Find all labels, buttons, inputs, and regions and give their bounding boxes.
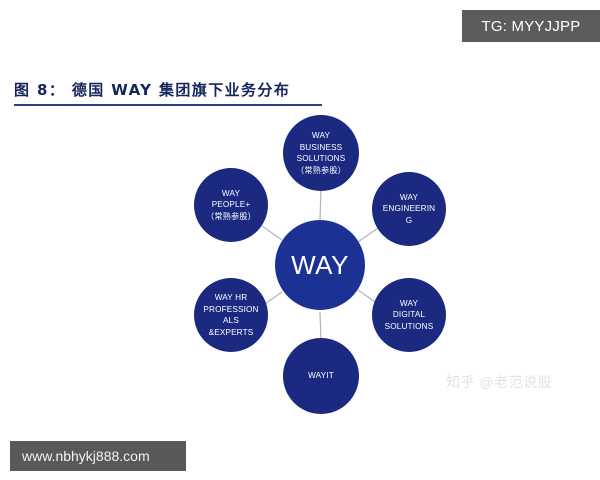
- node-label: WAY BUSINESS SOLUTIONS （常熟参股）: [295, 131, 347, 175]
- site-url-watermark: www.nbhykj888.com: [10, 441, 186, 471]
- node-label: WAYIT: [308, 371, 334, 381]
- node-label: WAY: [291, 250, 349, 280]
- node-label: WAY HR PROFESSION ALS &EXPERTS: [203, 293, 259, 337]
- node-way-digital-solutions[interactable]: WAY DIGITAL SOLUTIONS: [372, 278, 446, 352]
- zhihu-watermark: 知乎 @老范说股: [446, 374, 553, 390]
- node-label: WAY DIGITAL SOLUTIONS: [384, 298, 434, 331]
- node-way-hr-professionals-experts[interactable]: WAY HR PROFESSION ALS &EXPERTS: [194, 278, 268, 352]
- node-wayit[interactable]: WAYIT: [283, 338, 359, 414]
- node-way-people-plus[interactable]: WAY PEOPLE+ （常熟参股）: [194, 168, 268, 242]
- connector-lines: [261, 187, 379, 343]
- hub-spoke-diagram: WAY BUSINESS SOLUTIONS （常熟参股） WAY PEOPLE…: [170, 110, 490, 420]
- node-way-business-solutions[interactable]: WAY BUSINESS SOLUTIONS （常熟参股）: [283, 115, 359, 191]
- node-label: WAY PEOPLE+ （常熟参股）: [205, 188, 257, 221]
- node-way-hub[interactable]: WAY: [275, 220, 365, 310]
- node-label: WAY ENGINEERIN G: [382, 192, 436, 225]
- figure-header: 图 8： 德国 WAY 集团旗下业务分布: [14, 80, 324, 106]
- node-way-engineering[interactable]: WAY ENGINEERIN G: [372, 172, 446, 246]
- figure-title-underline: [14, 104, 322, 106]
- tg-watermark-badge: TG: MYYJJPP: [462, 10, 600, 42]
- figure-title: 图 8： 德国 WAY 集团旗下业务分布: [14, 81, 291, 99]
